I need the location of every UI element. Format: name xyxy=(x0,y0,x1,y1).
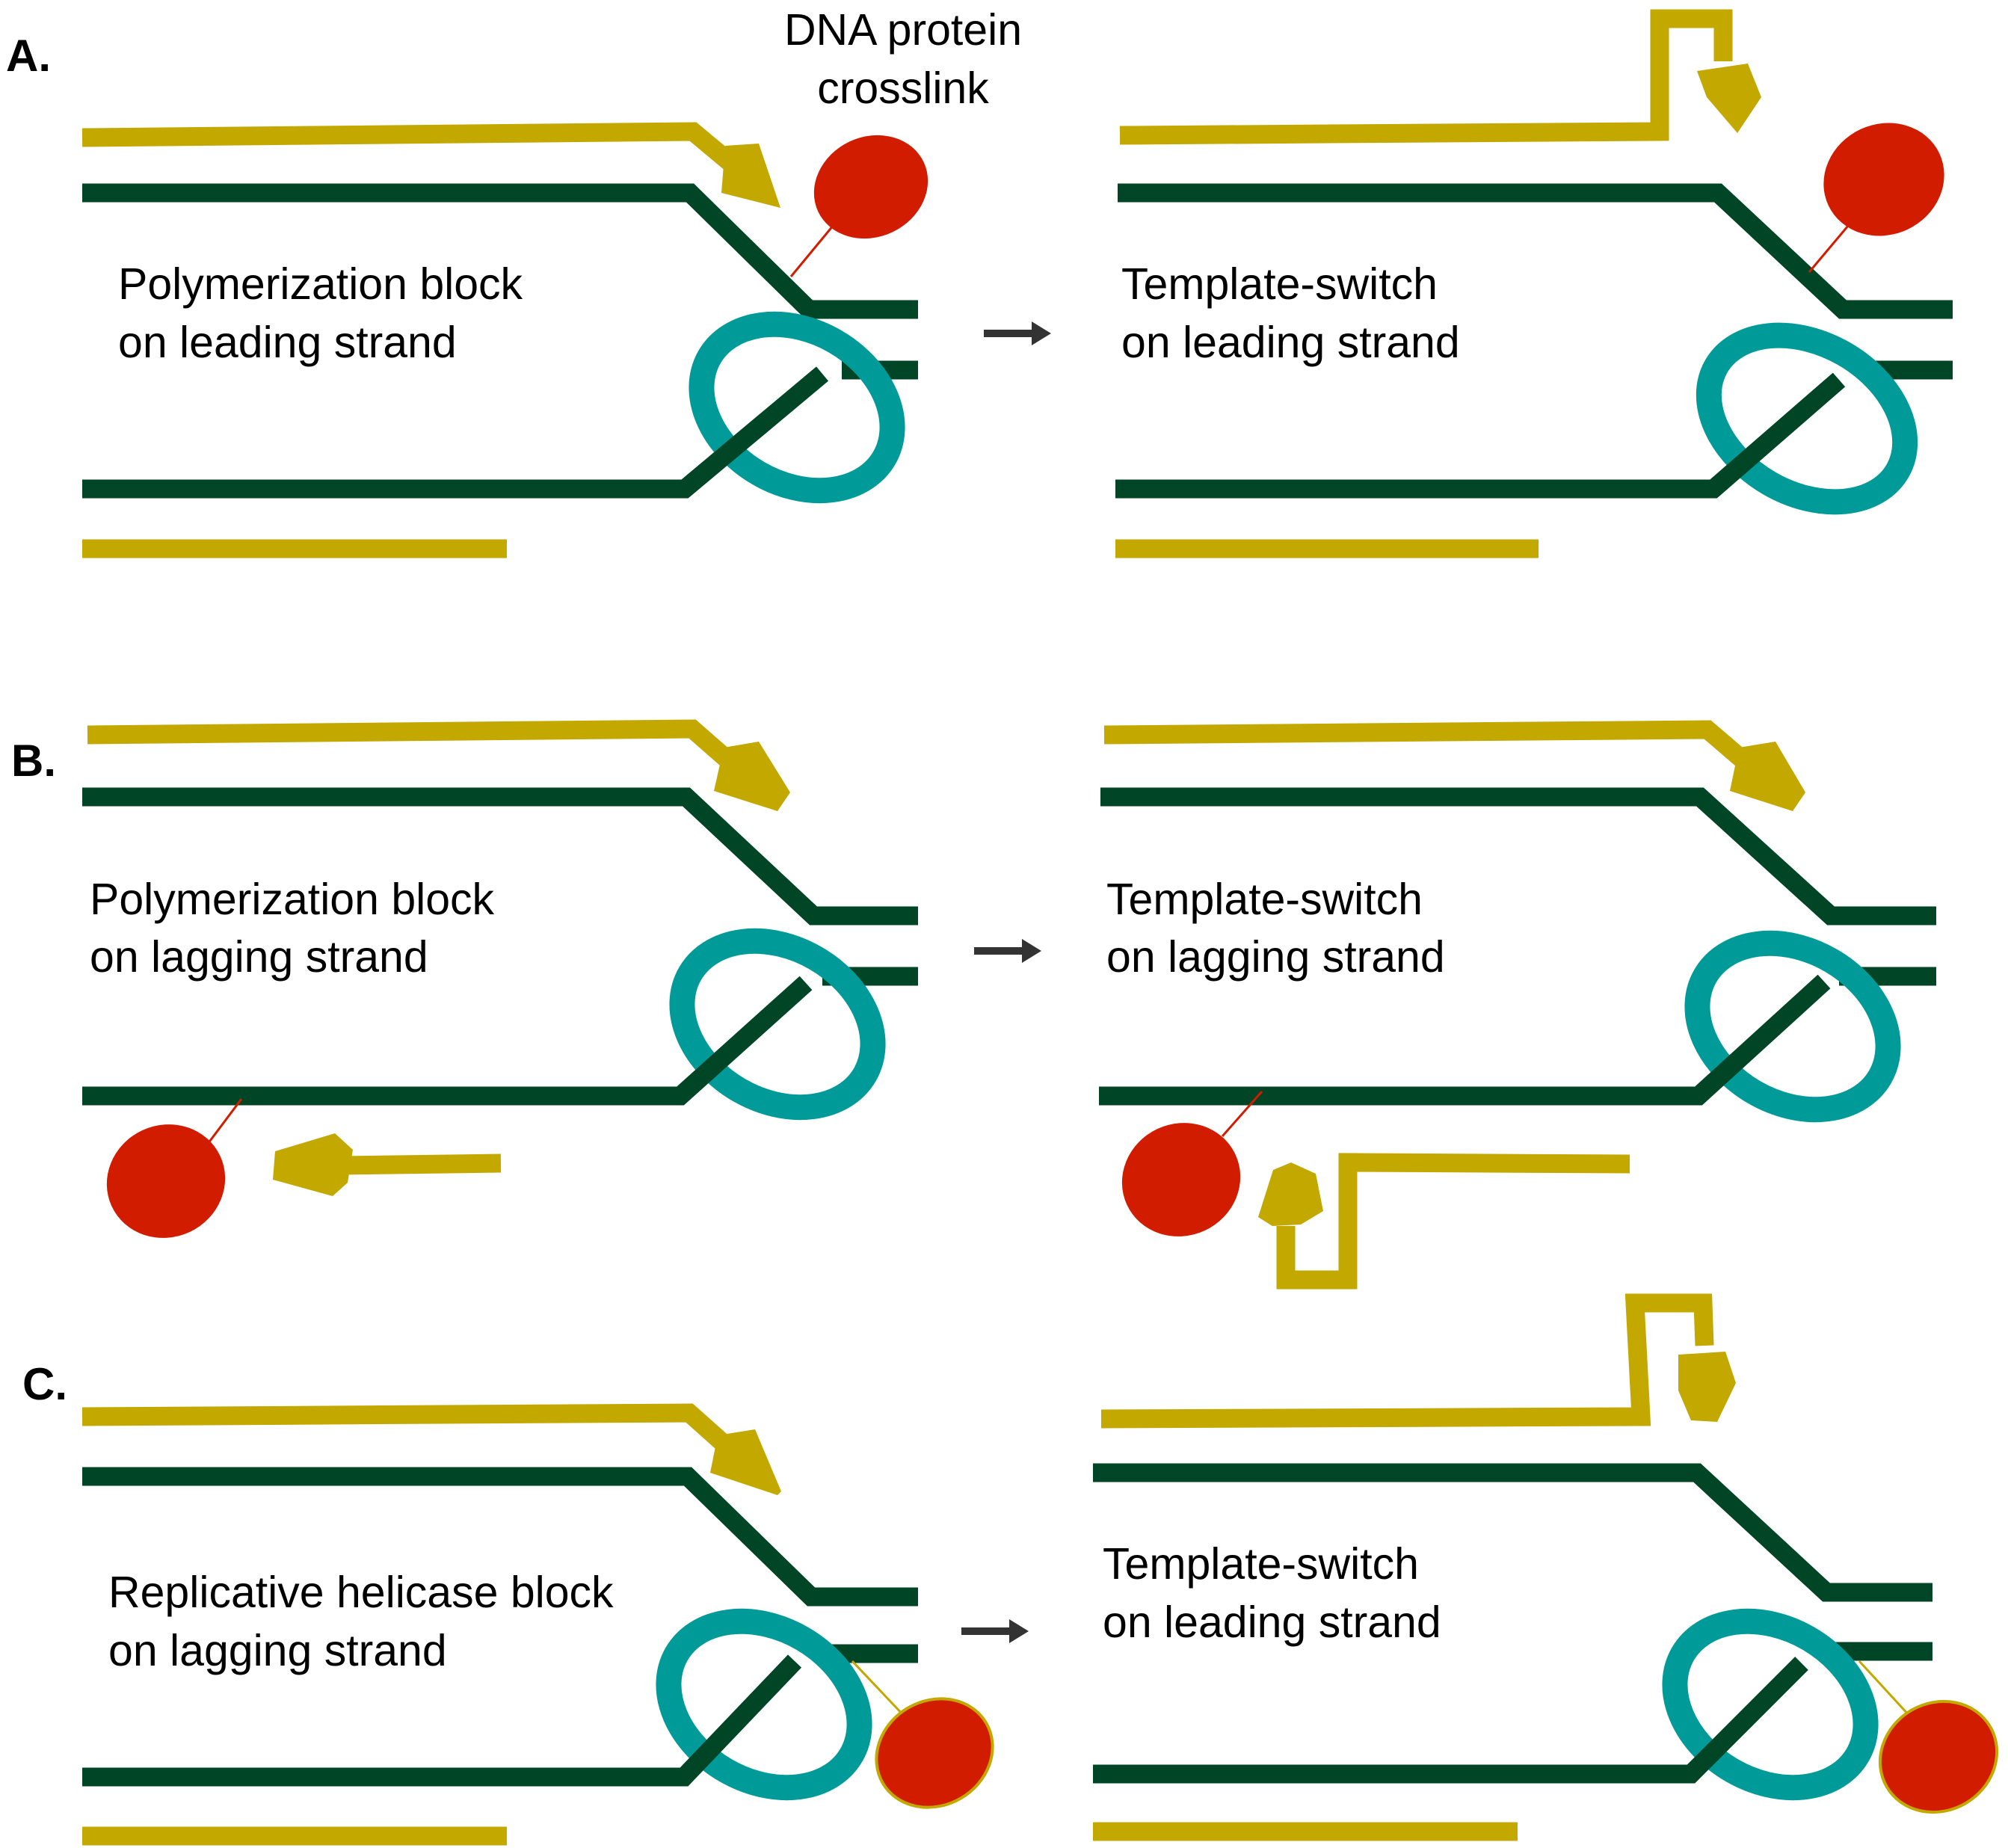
caption-b-left-line-1: Polymerization block xyxy=(90,875,495,924)
parental-lagging-template xyxy=(82,1654,802,1787)
replicative-helicase-ring xyxy=(1696,322,1918,515)
parental-lagging-template xyxy=(1099,974,1831,1106)
fork-a-left: Polymerization block on leading strand xyxy=(81,122,928,558)
dna-protein-crosslink xyxy=(1823,123,1944,236)
nascent-lagging-strand xyxy=(339,1154,502,1175)
dna-protein-crosslink xyxy=(875,1697,994,1809)
caption-c-left-line-2: on lagging strand xyxy=(108,1626,447,1675)
crosslink-label-line-2: crosslink xyxy=(817,64,989,113)
parental-leading-template xyxy=(82,183,918,319)
parental-leading-template xyxy=(1118,183,1953,319)
dna-protein-crosslink xyxy=(813,135,928,239)
step-arrow-a xyxy=(984,321,1051,345)
panel-label-c: C. xyxy=(22,1359,67,1409)
parental-lagging-template xyxy=(1093,1657,1808,1784)
parental-leading-template xyxy=(82,1467,918,1607)
crosslink-label-line-1: DNA protein xyxy=(784,5,1022,55)
crosslink-tether xyxy=(1221,1091,1263,1137)
caption-b-right-line-2: on lagging strand xyxy=(1106,932,1445,982)
dna-protein-crosslink xyxy=(106,1124,226,1238)
nascent-leading-strand xyxy=(81,1403,738,1458)
fork-b-left: Polymerization block on lagging strand xyxy=(82,719,918,1238)
parental-lagging-template xyxy=(82,366,829,499)
nascent-strand-arrowhead xyxy=(1730,742,1805,811)
nascent-strand-arrowhead xyxy=(714,742,790,811)
caption-c-left-line-1: Replicative helicase block xyxy=(108,1568,614,1617)
nascent-lagging-strand-switched xyxy=(1276,1153,1630,1290)
caption-a-left-line-2: on leading strand xyxy=(118,318,457,367)
caption-c-right-line-1: Template-switch xyxy=(1103,1539,1419,1589)
replicative-helicase-ring xyxy=(1662,1608,1879,1801)
nascent-strand-arrowhead xyxy=(1258,1162,1323,1226)
nascent-leading-strand-switched xyxy=(1119,9,1733,145)
nascent-strand-arrowhead xyxy=(721,144,780,208)
replicative-helicase-ring xyxy=(669,928,886,1121)
nascent-leading-strand xyxy=(81,122,741,173)
crosslink-tether xyxy=(851,1660,906,1718)
caption-b-left-line-2: on lagging strand xyxy=(90,932,428,982)
caption-b-right-line-1: Template-switch xyxy=(1106,875,1423,924)
nascent-leading-strand xyxy=(1103,720,1756,773)
replicative-helicase-ring xyxy=(689,311,905,504)
nascent-strand-arrowhead xyxy=(1697,64,1761,133)
crosslink-tether xyxy=(1858,1660,1912,1718)
crosslink-tether xyxy=(1808,220,1854,273)
caption-a-right-line-2: on leading strand xyxy=(1121,318,1460,367)
crosslink-tether xyxy=(206,1098,243,1145)
fork-b-right: Template-switch on lagging strand xyxy=(1099,720,1936,1290)
dna-protein-crosslink xyxy=(1878,1699,1999,1814)
replicative-helicase-ring xyxy=(656,1608,872,1801)
fork-c-left: Replicative helicase block on lagging st… xyxy=(81,1403,994,1846)
step-arrow-b xyxy=(974,939,1041,963)
parental-leading-template xyxy=(82,787,918,925)
parental-lagging-template xyxy=(82,976,813,1106)
panel-label-a: A. xyxy=(6,31,51,81)
parental-leading-template xyxy=(1093,1463,1932,1602)
panel-label-b: B. xyxy=(11,736,56,786)
panel-b: B. Polymerization block on lagging stran… xyxy=(11,719,1936,1290)
caption-c-right-line-2: on leading strand xyxy=(1103,1598,1441,1647)
panel-c: C. Replicative helicase block on lagging… xyxy=(22,1293,1999,1846)
caption-a-right-line-1: Template-switch xyxy=(1121,259,1438,309)
nascent-leading-strand-switched xyxy=(1100,1293,1714,1429)
parental-lagging-template xyxy=(1115,372,1846,499)
nascent-strand-arrowhead xyxy=(1678,1352,1736,1422)
nascent-strand-arrowhead xyxy=(273,1133,353,1196)
step-arrow-c xyxy=(961,1619,1029,1643)
nascent-strand-arrowhead xyxy=(710,1429,781,1495)
crosslink-tether xyxy=(789,220,839,277)
replicative-helicase-ring xyxy=(1684,930,1901,1123)
panel-a: A. DNA protein crosslink Polymerization … xyxy=(6,5,1953,558)
caption-a-left-line-1: Polymerization block xyxy=(118,259,523,309)
fork-c-right: Template-switch on leading strand xyxy=(1093,1293,1999,1841)
nascent-leading-strand xyxy=(87,719,741,773)
dna-protein-crosslink xyxy=(1121,1123,1241,1236)
parental-leading-template xyxy=(1100,787,1936,925)
fork-a-right: Template-switch on leading strand xyxy=(1115,9,1953,558)
